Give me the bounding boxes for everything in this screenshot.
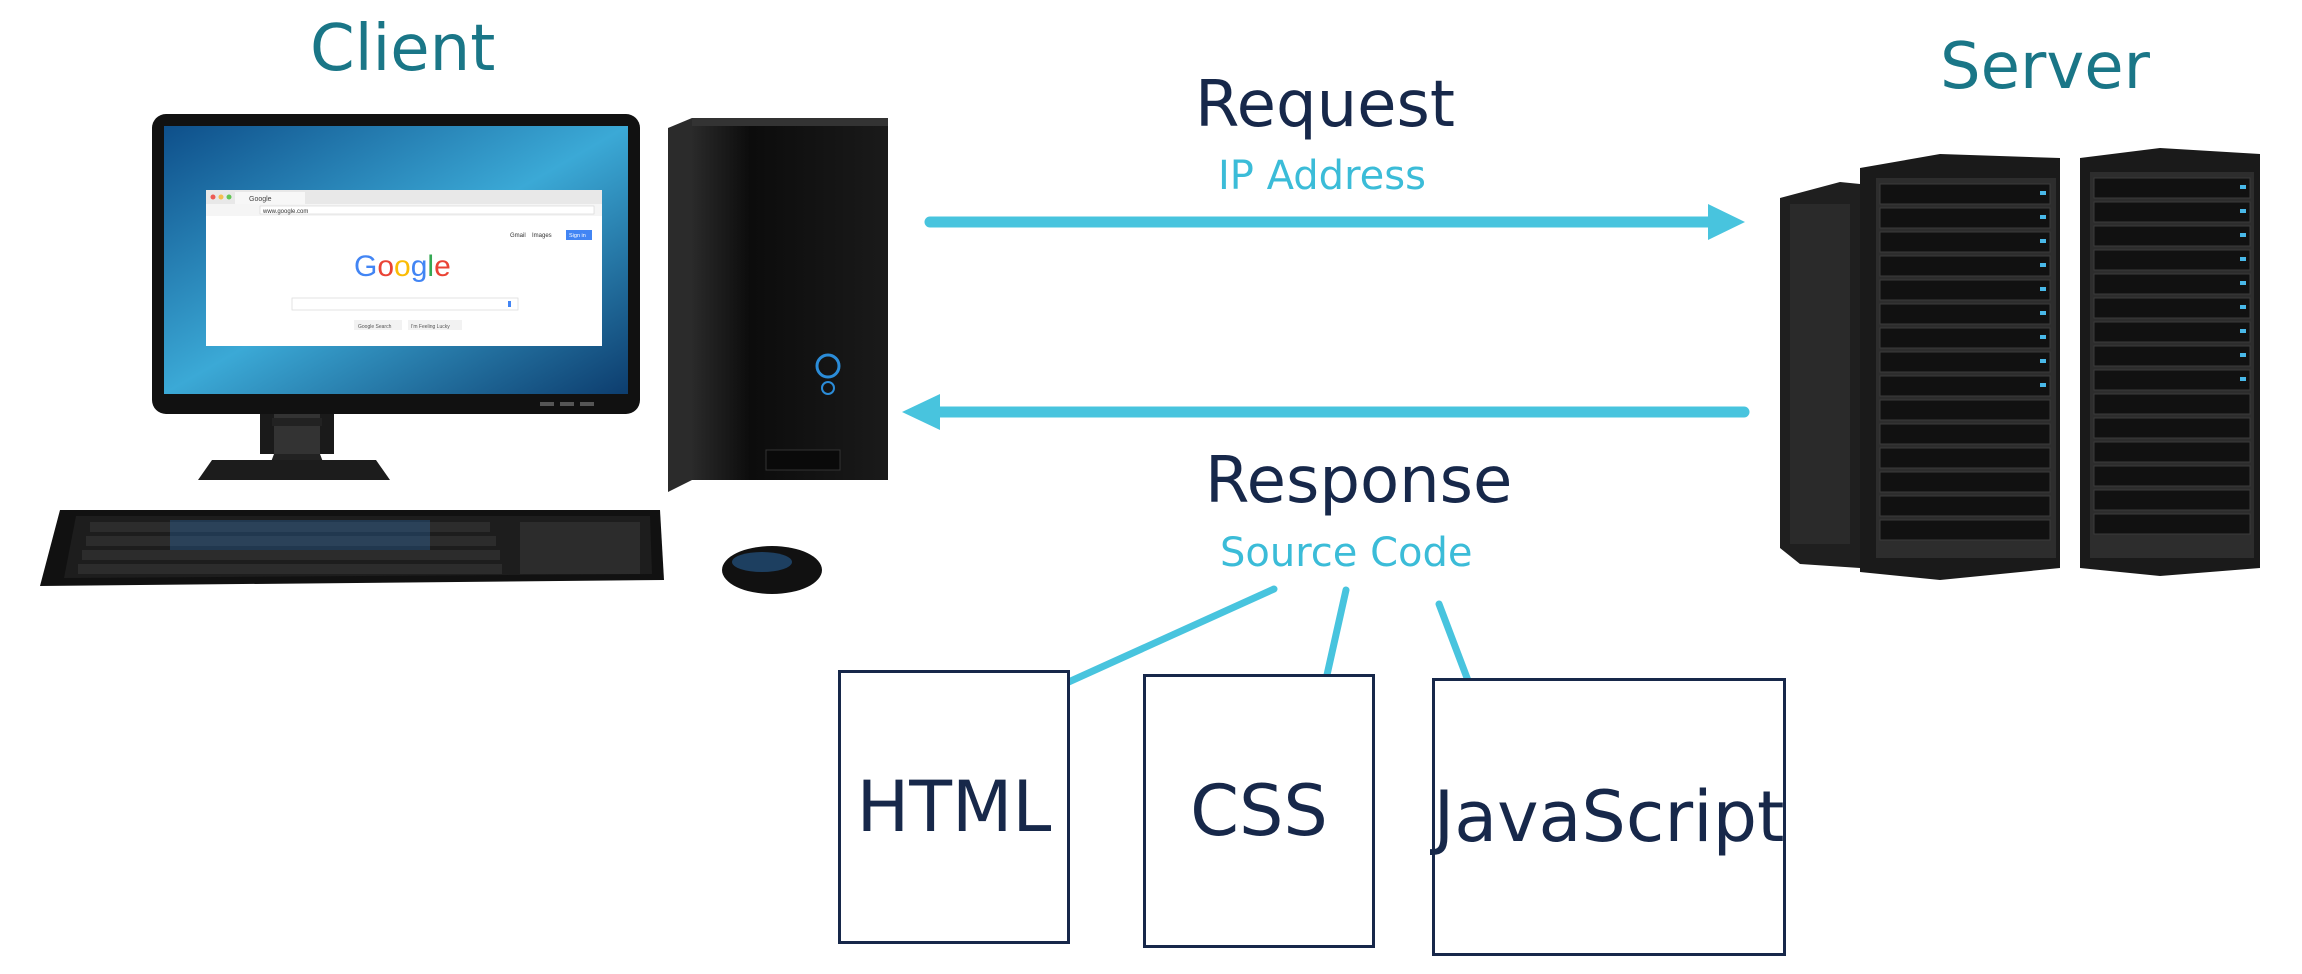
mouse [722, 546, 822, 594]
browser-search-button: Google Search [358, 324, 392, 330]
browser-tab-title: Google [249, 196, 272, 203]
browser-link-gmail: Gmail [510, 233, 526, 239]
server-rack-center [1860, 154, 2060, 580]
browser-url: www.google.com [262, 209, 308, 215]
client-computer-illustration: Google www.google.com Gmail Images Sign … [40, 114, 888, 594]
browser-link-images: Images [532, 233, 552, 239]
server-rack-illustration [1780, 148, 2260, 580]
request-title: Request [1195, 68, 1455, 142]
google-logo: Google [354, 250, 451, 283]
browser-lucky-button: I'm Feeling Lucky [411, 324, 450, 330]
computer-tower [668, 118, 888, 492]
client-title: Client [310, 12, 496, 86]
response-subtitle: Source Code [1220, 530, 1473, 576]
html-label: HTML [856, 766, 1052, 848]
css-label: CSS [1190, 770, 1328, 852]
server-title: Server [1940, 30, 2150, 104]
javascript-label: JavaScript [1433, 776, 1785, 858]
javascript-box: JavaScript [1432, 678, 1786, 956]
css-box: CSS [1143, 674, 1375, 948]
request-subtitle: IP Address [1218, 153, 1426, 199]
html-box: HTML [838, 670, 1070, 944]
response-title: Response [1205, 444, 1513, 518]
server-rack-left [1780, 182, 1860, 568]
keyboard [40, 510, 664, 586]
browser-signin: Sign in [569, 233, 586, 239]
server-rack-right [2080, 148, 2260, 576]
request-arrow-head [1708, 204, 1745, 240]
browser-window: Google www.google.com Gmail Images Sign … [206, 190, 602, 346]
response-arrow-head [902, 394, 940, 430]
